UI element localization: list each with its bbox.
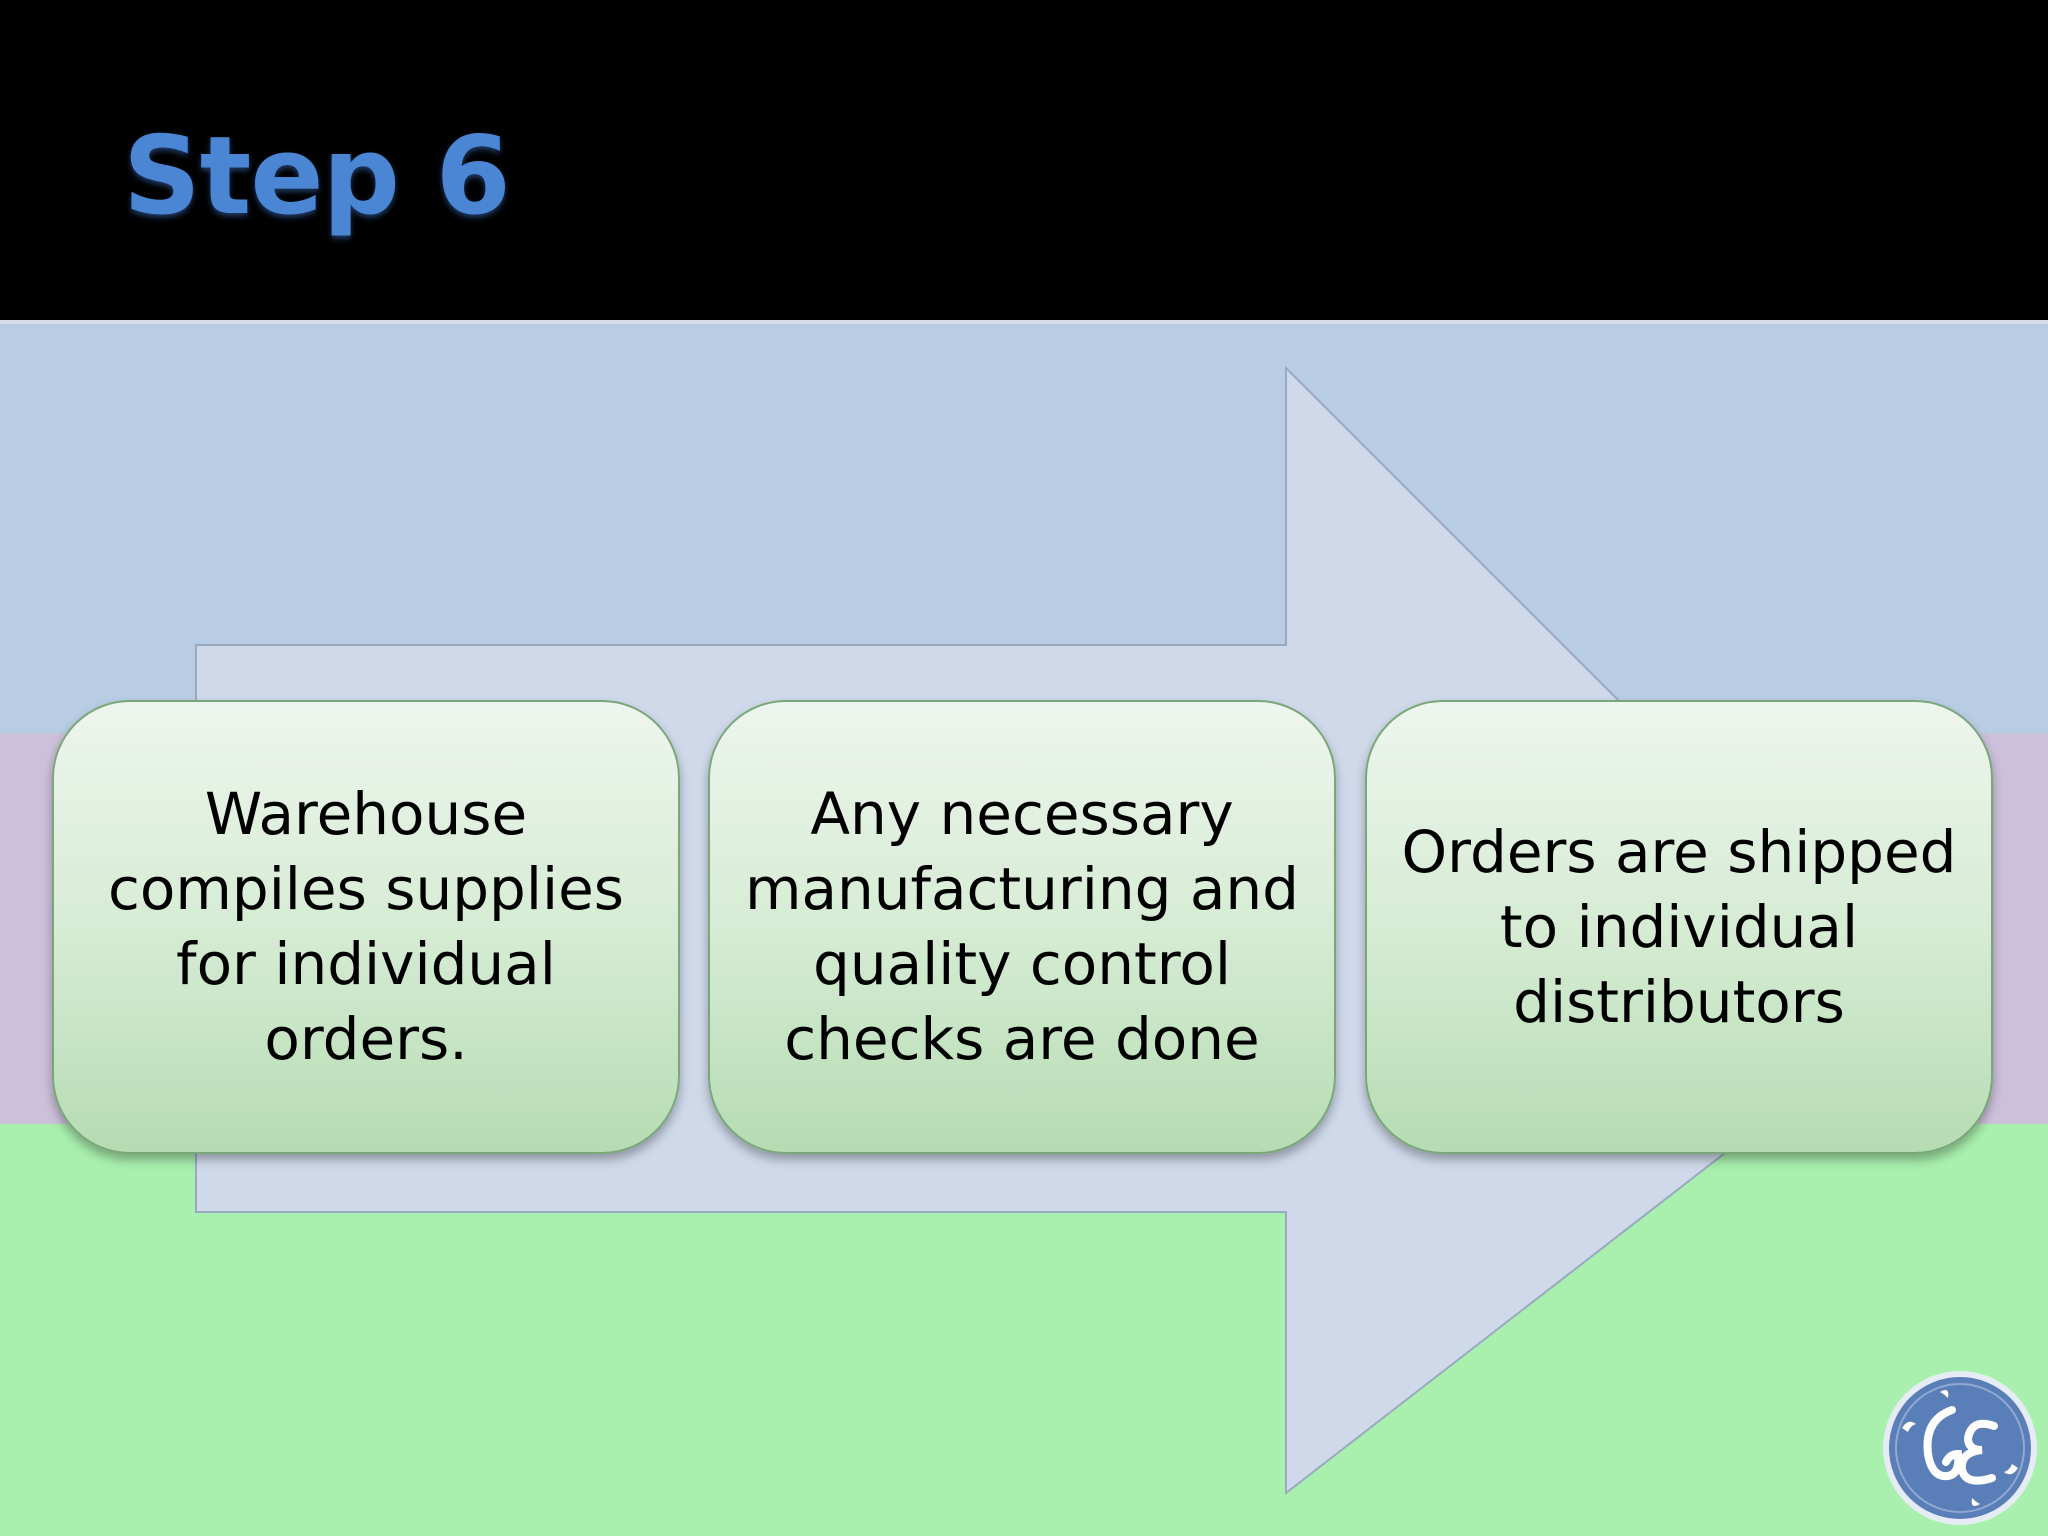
process-step-3: Orders are shipped to individual distrib… xyxy=(1365,700,1993,1154)
process-step-1-text: Warehouse compiles supplies for individu… xyxy=(108,780,624,1073)
process-step-2-text: Any necessary manufacturing and quality … xyxy=(744,780,1299,1073)
ge-logo-icon xyxy=(1883,1371,2037,1525)
header-separator xyxy=(0,320,2048,324)
process-step-3-text: Orders are shipped to individual distrib… xyxy=(1401,817,1957,1036)
process-step-1: Warehouse compiles supplies for individu… xyxy=(52,700,680,1154)
slide-title: Step 6 xyxy=(123,114,511,239)
header-bar: Step 6 xyxy=(0,0,2048,320)
process-step-2: Any necessary manufacturing and quality … xyxy=(708,700,1336,1154)
